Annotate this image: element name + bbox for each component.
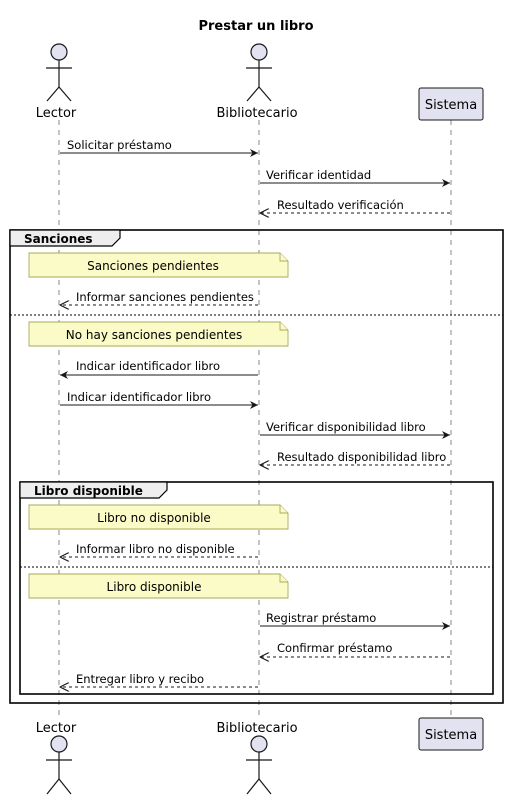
note-text: Libro no disponible bbox=[97, 511, 211, 525]
participant-label: Bibliotecario bbox=[216, 721, 297, 736]
message-label: Indicar identificador libro bbox=[67, 390, 211, 404]
actor-bibliotecario-top: Bibliotecario bbox=[216, 43, 298, 121]
actor-lector-bottom: Lector bbox=[36, 721, 77, 795]
message-label: Confirmar préstamo bbox=[277, 641, 392, 655]
note bbox=[28, 252, 289, 278]
actor-bibliotecario-bottom: Bibliotecario bbox=[216, 721, 298, 795]
note bbox=[28, 321, 289, 347]
frame-label: Sanciones bbox=[24, 232, 93, 246]
participant-label: Lector bbox=[36, 106, 77, 121]
message-label: Resultado verificación bbox=[277, 198, 404, 212]
diagram-title: Prestar un libro bbox=[198, 19, 313, 34]
participant-label: Sistema bbox=[425, 728, 477, 743]
frame-label: Libro disponible bbox=[34, 484, 143, 498]
message-label: Registrar préstamo bbox=[266, 611, 376, 625]
alt-frame-sanciones bbox=[9, 229, 504, 704]
message-label: Indicar identificador libro bbox=[76, 359, 220, 373]
message-label: Verificar disponibilidad libro bbox=[266, 420, 426, 434]
note-corner bbox=[279, 505, 288, 514]
participant-sistema-top: Sistema bbox=[418, 87, 484, 121]
note bbox=[28, 504, 289, 530]
message-label: Solicitar préstamo bbox=[67, 138, 172, 152]
alt-frame-libro-disponible bbox=[19, 481, 494, 695]
participant-sistema-bottom: Sistema bbox=[418, 717, 484, 751]
message-label: Entregar libro y recibo bbox=[76, 672, 204, 686]
note-text: Libro disponible bbox=[107, 580, 202, 594]
note-corner bbox=[279, 322, 288, 331]
note-corner bbox=[279, 253, 288, 262]
note bbox=[28, 573, 289, 599]
participant-label: Bibliotecario bbox=[216, 106, 297, 121]
actor-lector-top: Lector bbox=[36, 43, 77, 121]
participant-label: Lector bbox=[36, 721, 77, 736]
frame-tab bbox=[9, 229, 121, 247]
message-label: Informar sanciones pendientes bbox=[76, 290, 254, 304]
message-label: Verificar identidad bbox=[266, 168, 371, 182]
note-text: No hay sanciones pendientes bbox=[66, 328, 242, 342]
note-text: Sanciones pendientes bbox=[87, 259, 219, 273]
frame-tab bbox=[19, 481, 168, 499]
participant-label: Sistema bbox=[425, 98, 477, 113]
message-label: Resultado disponibilidad libro bbox=[277, 450, 446, 464]
note-corner bbox=[279, 574, 288, 583]
message-label: Informar libro no disponible bbox=[76, 542, 235, 556]
